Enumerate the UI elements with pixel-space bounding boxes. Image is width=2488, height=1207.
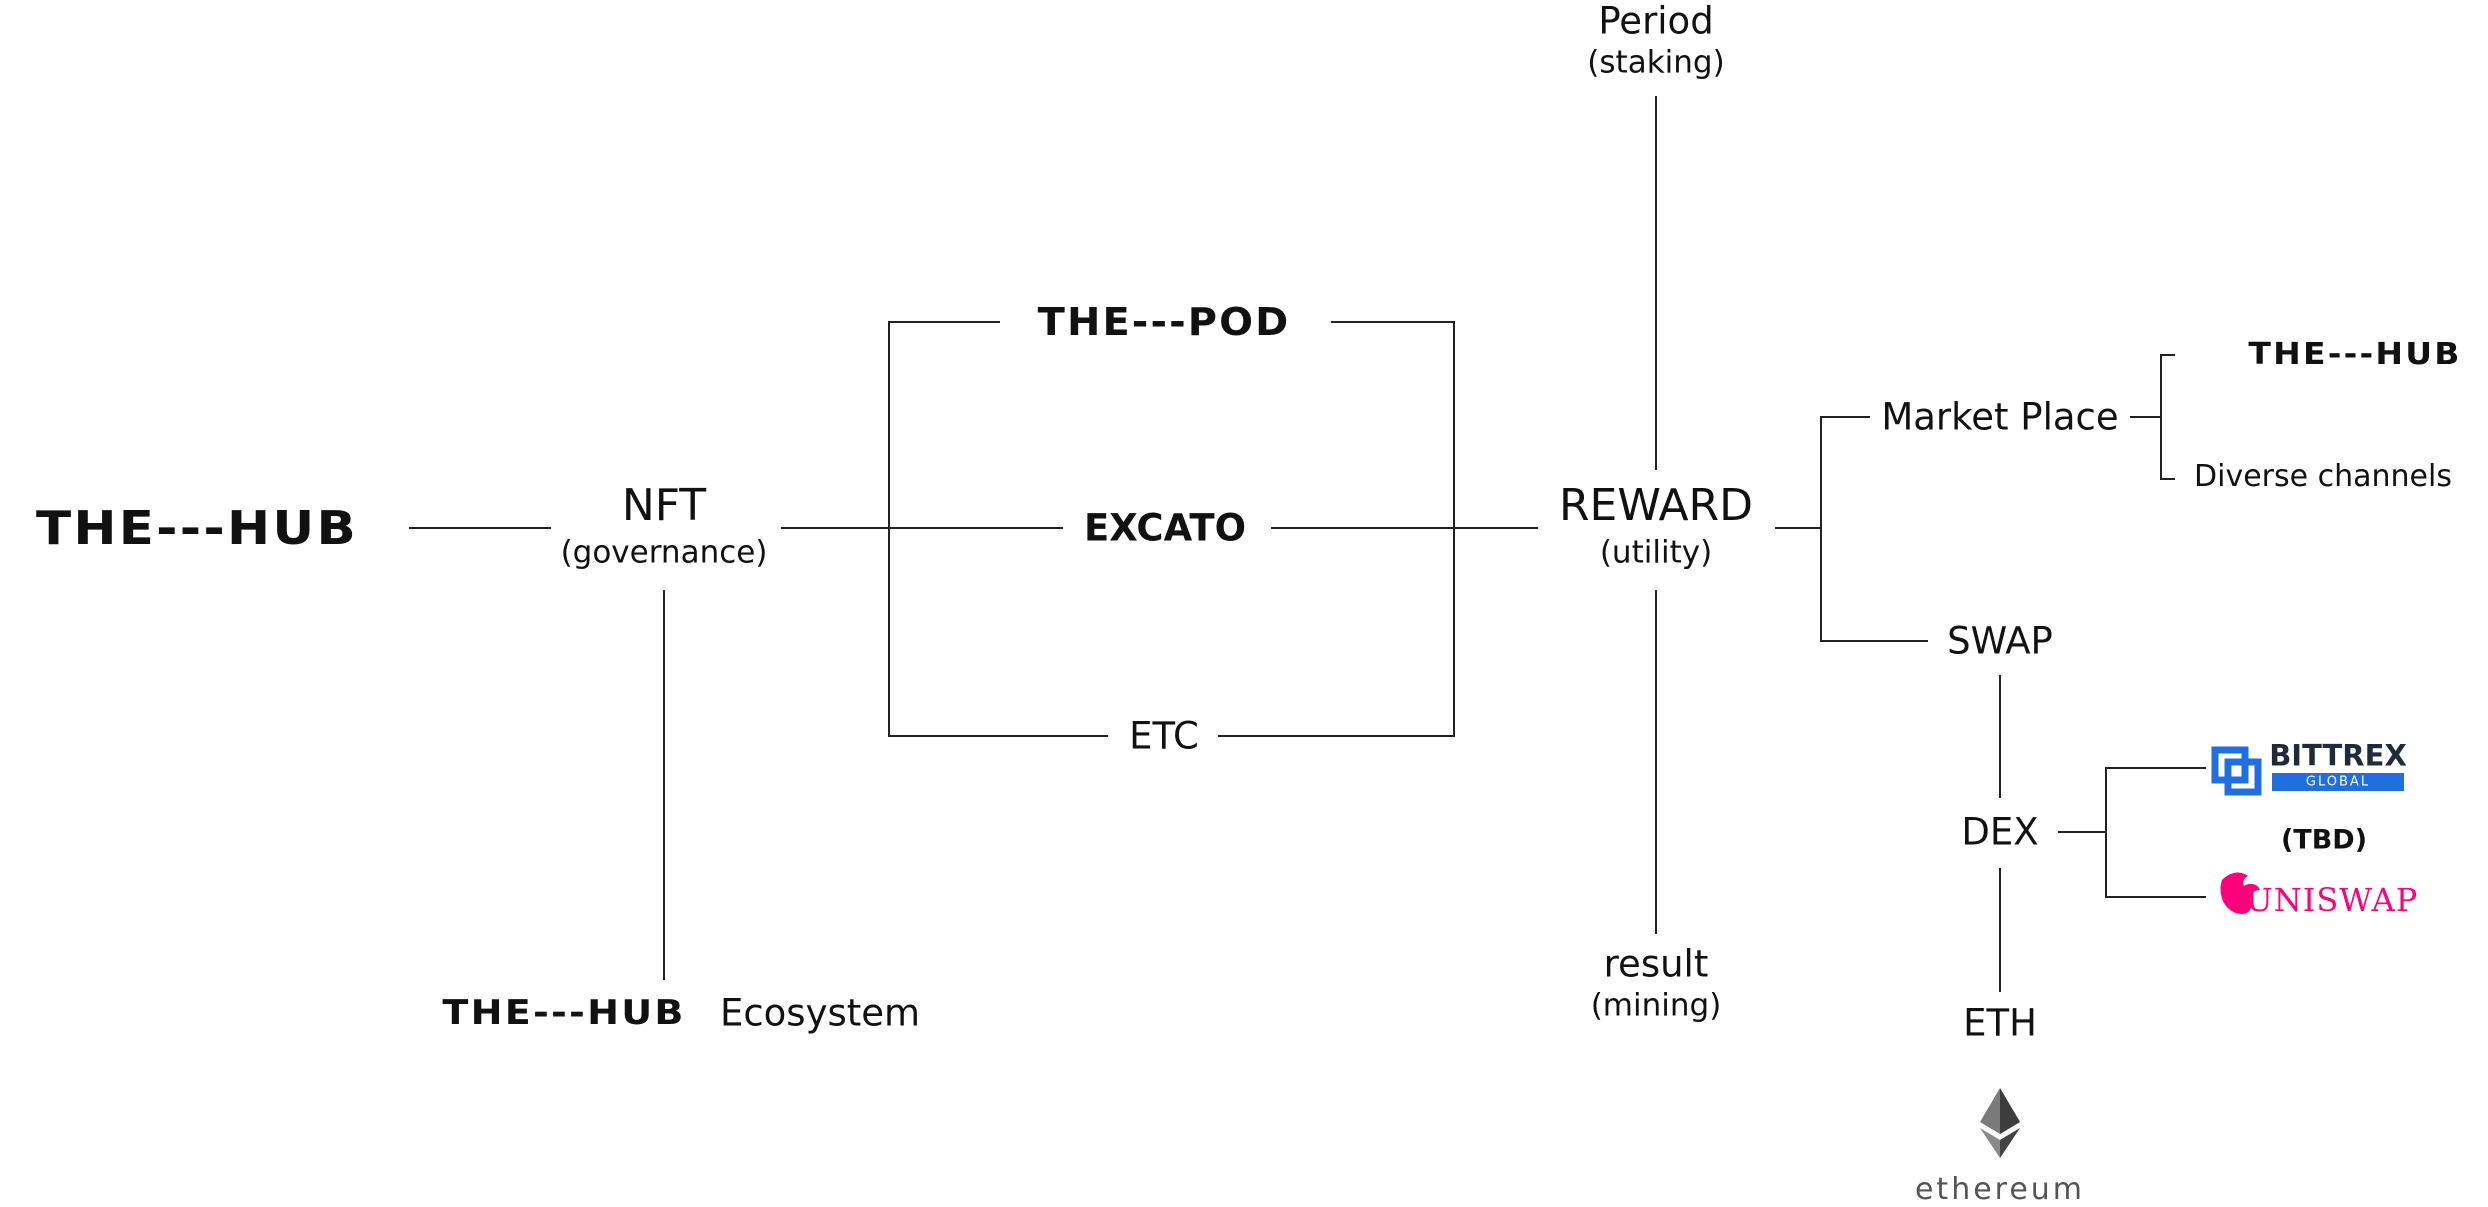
uniswap-logo-text: UNISWAP xyxy=(2245,881,2419,919)
hub-logo-ecosystem: THE---HUB xyxy=(442,993,686,1033)
nft-label: NFT xyxy=(621,480,707,531)
period-label: Period xyxy=(1598,0,1714,43)
reward-sublabel: (utility) xyxy=(1599,534,1713,571)
eth-label: ETH xyxy=(1963,1001,2037,1045)
bracket-right xyxy=(1218,321,1455,737)
bittrex-global-bar xyxy=(2272,773,2404,791)
ethereum-logo-text: ethereum xyxy=(1914,1172,2086,1207)
etc-label: ETC xyxy=(1129,714,1199,758)
ecosystem-label: Ecosystem xyxy=(719,991,921,1035)
ethereum-icon xyxy=(1980,1088,2020,1158)
pod-logo: THE---POD xyxy=(1037,300,1291,344)
excato-label: EXCATO xyxy=(1083,506,1247,550)
branch-dex-exchanges xyxy=(2105,767,2206,898)
period-sublabel: (staking) xyxy=(1587,44,1725,81)
hub-logo-market: THE---HUB xyxy=(2248,337,2462,372)
bittrex-logo-text: BITTREX xyxy=(2269,738,2407,773)
uniswap-unicorn-icon xyxy=(2220,872,2260,914)
reward-label: REWARD xyxy=(1558,480,1754,531)
branch-market-swap xyxy=(1820,416,1928,642)
hub-logo-main: THE---HUB xyxy=(36,501,358,555)
branch-market-sub xyxy=(2160,354,2175,480)
dex-label: DEX xyxy=(1961,810,2039,854)
bracket-left xyxy=(888,321,1108,737)
nft-sublabel: (governance) xyxy=(560,534,768,571)
tbd-label: (TBD) xyxy=(2280,824,2368,856)
bittrex-logo-subtext: GLOBAL xyxy=(2305,774,2371,790)
result-label: result xyxy=(1603,942,1709,986)
market-place-label: Market Place xyxy=(1881,395,2119,439)
result-sublabel: (mining) xyxy=(1590,987,1722,1024)
diverse-channels-label: Diverse channels xyxy=(2194,459,2452,494)
swap-label: SWAP xyxy=(1947,619,2053,663)
bittrex-icon xyxy=(2211,746,2262,796)
